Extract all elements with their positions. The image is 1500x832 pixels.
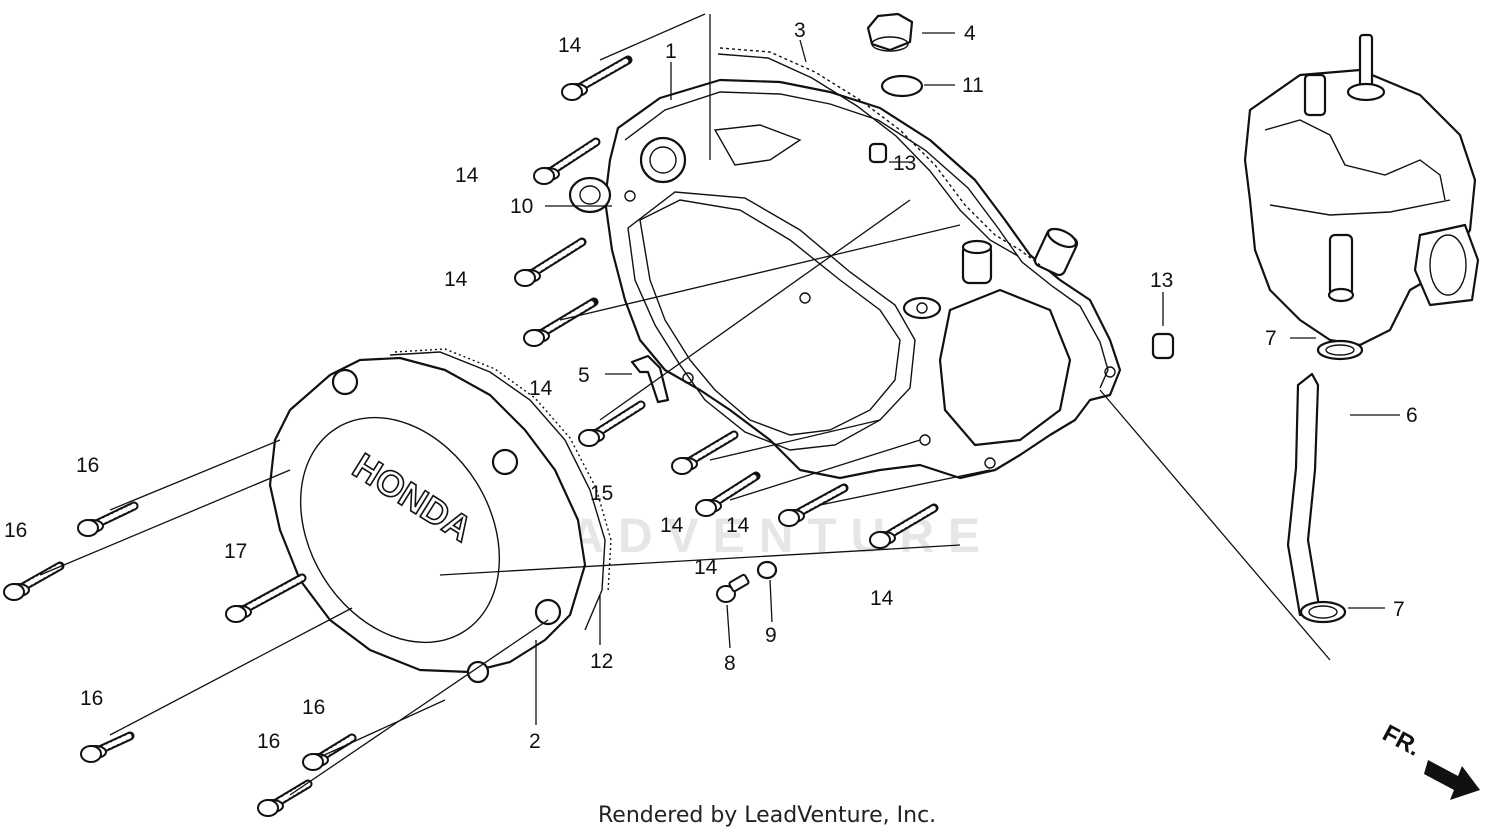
hose-clamp-upper — [1316, 339, 1364, 361]
bolt-14-a — [561, 55, 633, 101]
cylinder — [1243, 33, 1480, 347]
callout-12: 12 — [590, 650, 613, 673]
callout-15: 15 — [590, 482, 613, 505]
callout-14-d: 14 — [529, 377, 553, 400]
callout-14-c: 14 — [444, 268, 468, 291]
hose-clip — [630, 354, 670, 404]
drain-bolt — [716, 573, 750, 603]
callout-13-top: 13 — [893, 152, 916, 175]
dowel-pin-top — [868, 142, 888, 164]
hose-clamp-lower — [1299, 600, 1347, 624]
callout-14-e: 14 — [660, 514, 684, 537]
callout-2: 2 — [529, 730, 541, 753]
front-direction-indicator: FR. — [1378, 720, 1480, 800]
bolt-14-b — [533, 137, 601, 185]
callout-9: 9 — [765, 624, 777, 647]
flange-bolts — [3, 55, 939, 817]
cover-gasket-outline — [717, 53, 1019, 257]
callout-16-e: 16 — [257, 730, 280, 753]
callout-14-f: 14 — [694, 556, 718, 579]
bolt-16-a — [77, 501, 139, 537]
bolt-15 — [578, 400, 646, 447]
callout-16-b: 16 — [4, 519, 27, 542]
callout-17: 17 — [224, 540, 247, 563]
callout-16-a: 16 — [76, 454, 99, 477]
bolt-14-f — [695, 471, 761, 517]
bolt-14-c — [514, 237, 587, 287]
bolt-16-c — [80, 731, 135, 763]
bolt-14-d — [523, 297, 599, 347]
callout-14-h: 14 — [870, 587, 894, 610]
bolt-16-b — [3, 561, 65, 601]
callout-14-a: 14 — [558, 34, 582, 57]
footer-credit: Rendered by LeadVenture, Inc. — [598, 803, 936, 828]
bolt-17 — [225, 573, 307, 623]
bolt-14-h — [869, 503, 939, 549]
o-ring — [880, 74, 924, 98]
callout-4: 4 — [964, 22, 976, 45]
callout-3: 3 — [794, 19, 806, 42]
dowel-pin-right — [1151, 332, 1175, 360]
bolt-16-d — [302, 733, 357, 771]
oil-seal — [568, 176, 612, 214]
callout-14-g: 14 — [726, 514, 750, 537]
callout-7-upper: 7 — [1265, 327, 1277, 350]
callout-8: 8 — [724, 652, 736, 675]
callout-labels: 1 2 3 4 5 6 7 7 8 9 10 11 12 13 13 14 14… — [4, 19, 1418, 753]
front-arrow-icon — [1424, 760, 1480, 800]
cover-gasket — [719, 47, 1041, 266]
oil-filler-cap — [866, 12, 914, 52]
callout-10: 10 — [510, 195, 533, 218]
bolt-14-g — [778, 483, 849, 527]
front-label: FR. — [1378, 720, 1425, 762]
right-crankcase-cover — [603, 78, 1122, 480]
callout-13-right: 13 — [1150, 269, 1173, 292]
bolt-14-e — [671, 430, 739, 475]
callout-6: 6 — [1406, 404, 1418, 427]
callout-11: 11 — [962, 74, 984, 97]
callout-7-lower: 7 — [1393, 598, 1405, 621]
clutch-cover: HONDA — [268, 348, 612, 684]
callout-16-d: 16 — [302, 696, 325, 719]
callout-16-c: 16 — [80, 687, 103, 710]
callout-5: 5 — [578, 364, 590, 387]
callout-1: 1 — [665, 40, 677, 63]
leader-lines — [39, 13, 1400, 796]
bolt-16-e — [257, 779, 313, 817]
water-hose — [1286, 372, 1322, 617]
sealing-washer — [756, 560, 778, 580]
callout-14-b: 14 — [455, 164, 479, 187]
